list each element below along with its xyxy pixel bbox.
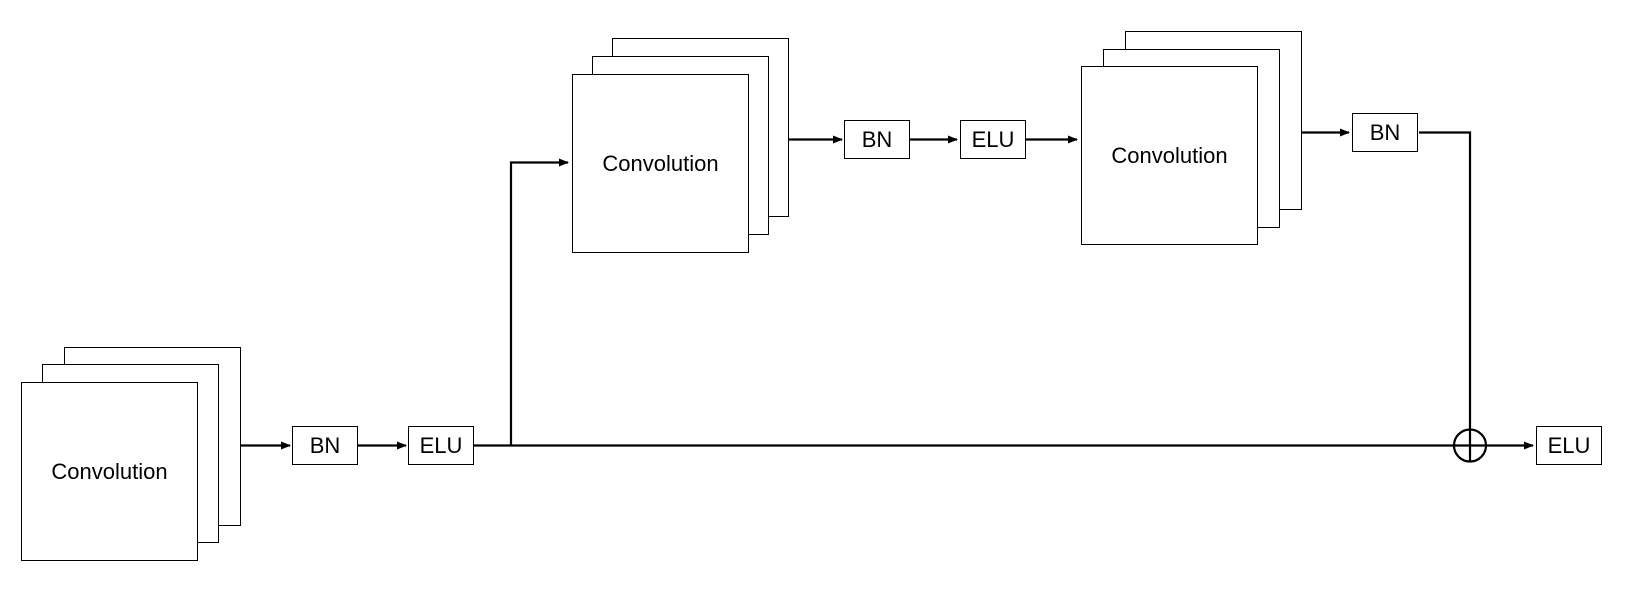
bn1-label: BN <box>309 432 341 458</box>
edge-branch-up-to-conv2 <box>509 158 569 446</box>
conv2-sheet-front: Convolution <box>572 74 749 253</box>
bn3-label: BN <box>1369 119 1401 145</box>
node-bn2: BN <box>844 120 910 159</box>
node-elu1: ELU <box>408 426 474 465</box>
elu2-label: ELU <box>971 126 1015 152</box>
node-conv3: Convolution <box>1081 31 1302 245</box>
node-bn3: BN <box>1352 113 1418 152</box>
elu3-label: ELU <box>1547 432 1591 458</box>
node-bn1: BN <box>292 426 358 465</box>
conv1-sheet-front: Convolution <box>21 382 198 561</box>
node-conv1: Convolution <box>21 347 241 561</box>
node-conv2: Convolution <box>572 38 789 253</box>
edge-bn3-down-to-add <box>1419 131 1472 462</box>
conv3-label: Convolution <box>1111 142 1228 168</box>
node-elu3: ELU <box>1536 426 1602 465</box>
add-junction-icon <box>1452 428 1488 463</box>
conv3-sheet-front: Convolution <box>1081 66 1258 245</box>
conv2-label: Convolution <box>602 150 719 176</box>
bn2-label: BN <box>861 126 893 152</box>
conv1-label: Convolution <box>51 458 168 484</box>
elu1-label: ELU <box>419 432 463 458</box>
node-elu2: ELU <box>960 120 1026 159</box>
